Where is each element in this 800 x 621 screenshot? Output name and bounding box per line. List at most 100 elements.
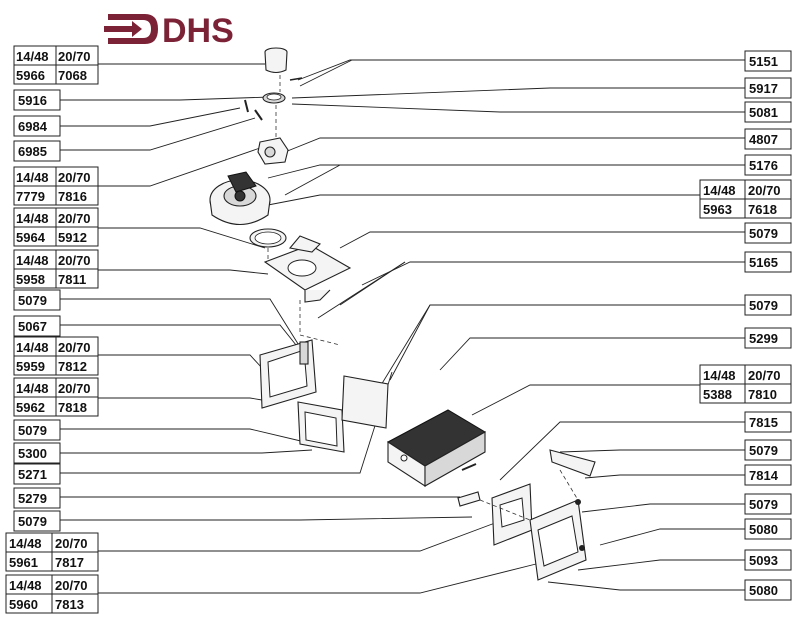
svg-text:5964: 5964 [16, 230, 46, 245]
svg-text:5299: 5299 [749, 331, 778, 346]
plate-part [549, 449, 596, 477]
part-label-5079[interactable]: 5079 [13, 419, 61, 441]
svg-text:6984: 6984 [18, 119, 48, 134]
part-label-5176[interactable]: 5176 [744, 154, 792, 176]
svg-text:5079: 5079 [749, 443, 778, 458]
svg-text:5176: 5176 [749, 158, 778, 173]
part-label-5964[interactable]: 14/48 20/70 5964 5912 [13, 207, 99, 247]
part-label-5067[interactable]: 5067 [13, 315, 61, 337]
svg-text:5151: 5151 [749, 54, 778, 69]
part-label-5962[interactable]: 14/48 20/70 5962 7818 [13, 377, 99, 417]
svg-text:20/70: 20/70 [748, 368, 781, 383]
part-label-5279[interactable]: 5279 [13, 487, 61, 509]
part-label-5271[interactable]: 5271 [13, 463, 61, 485]
svg-text:7814: 7814 [749, 468, 779, 483]
svg-text:20/70: 20/70 [58, 253, 91, 268]
dhs-logo: DHS [104, 12, 234, 50]
svg-text:20/70: 20/70 [748, 183, 781, 198]
svg-text:5079: 5079 [18, 293, 47, 308]
part-label-5079[interactable]: 5079 [744, 493, 792, 515]
svg-text:5079: 5079 [749, 298, 778, 313]
part-label-5959[interactable]: 14/48 20/70 5959 7812 [13, 336, 99, 376]
svg-text:5960: 5960 [9, 597, 38, 612]
part-label-5081[interactable]: 5081 [744, 101, 792, 123]
svg-text:20/70: 20/70 [58, 170, 91, 185]
label-part-number: 7068 [58, 68, 87, 83]
svg-text:5165: 5165 [749, 255, 778, 270]
part-label-7814[interactable]: 7814 [744, 464, 792, 486]
part-label-5917[interactable]: 5917 [744, 77, 792, 99]
part-label-5300[interactable]: 5300 [13, 442, 61, 464]
part-label-5079[interactable]: 5079 [13, 289, 61, 311]
svg-text:7812: 7812 [58, 359, 87, 374]
part-label-5079[interactable]: 5079 [744, 294, 792, 316]
part-label-5299[interactable]: 5299 [744, 327, 792, 349]
part-label-5165[interactable]: 5165 [744, 251, 792, 273]
svg-text:5958: 5958 [16, 272, 45, 287]
label-14-48: 14/48 [16, 49, 49, 64]
part-label-5966[interactable]: 14/48 20/70 5966 7068 [13, 45, 99, 85]
svg-text:5279: 5279 [18, 491, 47, 506]
svg-text:5079: 5079 [18, 514, 47, 529]
svg-text:7779: 7779 [16, 189, 45, 204]
svg-text:14/48: 14/48 [703, 368, 736, 383]
svg-text:14/48: 14/48 [16, 340, 49, 355]
label-part-number: 5966 [16, 68, 45, 83]
part-label-5388[interactable]: 14/48 20/70 5388 7810 [699, 364, 792, 404]
svg-text:20/70: 20/70 [58, 381, 91, 396]
svg-text:5271: 5271 [18, 467, 47, 482]
housing-right-part [529, 499, 587, 581]
svg-text:7818: 7818 [58, 400, 87, 415]
svg-text:14/48: 14/48 [16, 170, 49, 185]
svg-text:14/48: 14/48 [703, 183, 736, 198]
svg-text:6985: 6985 [18, 144, 47, 159]
panel-part [297, 401, 345, 453]
svg-text:5962: 5962 [16, 400, 45, 415]
filter-part [341, 375, 389, 429]
bracket-part [491, 483, 533, 546]
part-label-5093[interactable]: 5093 [744, 549, 792, 571]
right-labels: 5151 5917 5081 4807 5176 14/48 20/70 596… [699, 50, 792, 601]
part-label-5963[interactable]: 14/48 20/70 5963 7618 [699, 179, 792, 219]
clip-part [457, 491, 481, 507]
svg-text:5067: 5067 [18, 319, 47, 334]
part-label-6984[interactable]: 6984 [13, 115, 61, 137]
svg-text:4807: 4807 [749, 132, 778, 147]
svg-text:14/48: 14/48 [9, 578, 42, 593]
svg-text:5079: 5079 [749, 497, 778, 512]
svg-text:14/48: 14/48 [16, 253, 49, 268]
svg-text:14/48: 14/48 [16, 381, 49, 396]
heater-core-part [387, 409, 486, 488]
part-label-5079[interactable]: 5079 [744, 222, 792, 244]
svg-text:5079: 5079 [18, 423, 47, 438]
svg-text:20/70: 20/70 [55, 536, 88, 551]
svg-text:7817: 7817 [55, 555, 84, 570]
part-label-7815[interactable]: 7815 [744, 411, 792, 433]
part-label-5080[interactable]: 5080 [744, 579, 792, 601]
leader-lines [60, 59, 745, 594]
parts [209, 47, 596, 581]
svg-text:5916: 5916 [18, 93, 47, 108]
svg-text:7816: 7816 [58, 189, 87, 204]
part-label-7779[interactable]: 14/48 20/70 7779 7816 [13, 166, 99, 206]
svg-text:7813: 7813 [55, 597, 84, 612]
svg-text:5300: 5300 [18, 446, 47, 461]
part-label-5958[interactable]: 14/48 20/70 5958 7811 [13, 249, 99, 289]
ring-part [262, 92, 286, 104]
part-label-5079[interactable]: 5079 [744, 439, 792, 461]
left-labels: 14/48 20/70 5966 7068 5916 6984 6985 14/… [5, 45, 99, 614]
part-label-6985[interactable]: 6985 [13, 140, 61, 162]
svg-text:5388: 5388 [703, 387, 732, 402]
part-label-5080[interactable]: 5080 [744, 518, 792, 540]
svg-text:5912: 5912 [58, 230, 87, 245]
part-label-4807[interactable]: 4807 [744, 128, 792, 150]
part-label-5079[interactable]: 5079 [13, 510, 61, 532]
part-label-5961[interactable]: 14/48 20/70 5961 7817 [5, 532, 99, 572]
blower-part [209, 171, 271, 226]
part-label-5960[interactable]: 14/48 20/70 5960 7813 [5, 574, 99, 614]
duct-part [263, 235, 352, 303]
svg-text:14/48: 14/48 [9, 536, 42, 551]
svg-text:5917: 5917 [749, 81, 778, 96]
part-label-5916[interactable]: 5916 [13, 89, 61, 111]
part-label-5151[interactable]: 5151 [744, 50, 792, 72]
